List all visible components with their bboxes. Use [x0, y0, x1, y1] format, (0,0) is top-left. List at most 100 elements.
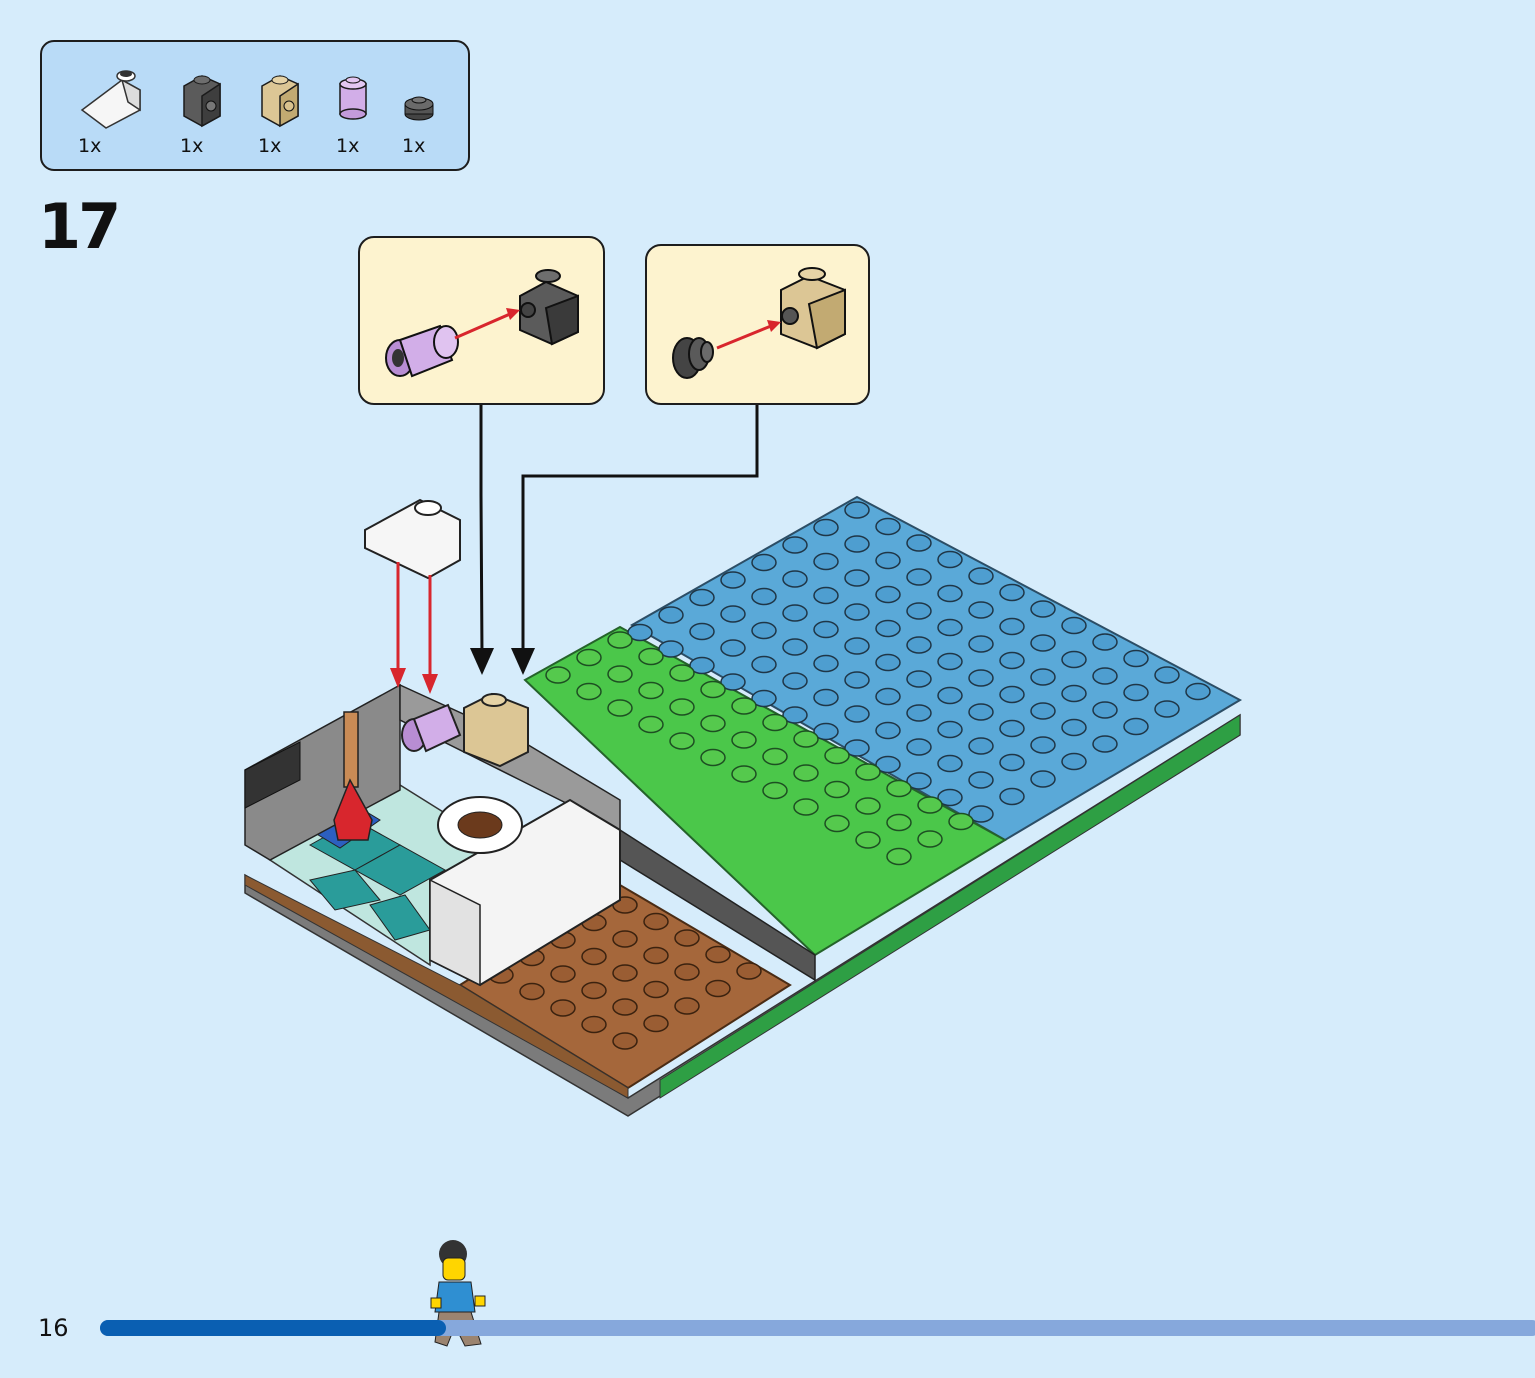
- brown-stud: [643, 1014, 669, 1033]
- brown-stud: [705, 979, 731, 998]
- part-qty: 1x: [402, 135, 426, 157]
- callout-lavender-assembly-illustration: [385, 269, 579, 378]
- green-stud: [669, 698, 695, 716]
- blue-stud: [968, 703, 994, 721]
- green-stud: [762, 713, 788, 732]
- green-stud: [638, 681, 664, 700]
- green-stud: [948, 812, 974, 831]
- green-stud: [762, 747, 788, 766]
- blue-stud: [968, 635, 994, 653]
- blue-stud: [751, 655, 777, 674]
- green-stud: [793, 730, 819, 748]
- green-stud: [669, 732, 695, 750]
- brown-stud: [550, 999, 576, 1017]
- brown-stud: [643, 980, 669, 999]
- dark-grey-round-plate-icon: [404, 96, 434, 121]
- part-qty: 1x: [180, 135, 204, 157]
- plunger-handle: [343, 711, 359, 788]
- blue-stud: [968, 601, 994, 619]
- blue-stud: [627, 623, 653, 642]
- plunger-cup: [333, 778, 373, 841]
- blue-stud: [782, 570, 808, 588]
- tile-teal-2: [353, 844, 447, 896]
- blue-stud: [844, 705, 870, 723]
- green-stud: [700, 748, 726, 767]
- leader-line-right: [521, 405, 759, 655]
- brown-stud: [643, 912, 669, 931]
- arrowhead-right-icon: [511, 648, 535, 675]
- green-stud: [824, 814, 850, 833]
- tan-bracket-brick-icon: [261, 75, 299, 128]
- blue-stud: [1030, 634, 1056, 652]
- blue-stud: [1123, 717, 1149, 736]
- blue-stud: [875, 755, 901, 774]
- blue-stud: [844, 501, 870, 519]
- blue-stud: [844, 569, 870, 587]
- green-stud: [638, 715, 664, 734]
- blue-stud: [782, 604, 808, 622]
- tan-bracket-stud: [481, 693, 507, 707]
- green-stud: [793, 764, 819, 782]
- green-stud: [855, 797, 881, 815]
- green-stud: [638, 647, 664, 666]
- brown-stud: [736, 962, 762, 980]
- minifig-hand-left: [430, 1297, 442, 1309]
- blue-stud: [875, 517, 901, 536]
- green-stud: [917, 796, 943, 814]
- brown-stud: [519, 982, 545, 1001]
- callout-plate-assembly-illustration: [672, 267, 846, 379]
- callout-lavender-onto-bracket: [358, 236, 605, 405]
- blue-stud: [968, 771, 994, 789]
- blue-stud: [1154, 700, 1180, 718]
- dark-grey-bracket-brick-icon: [183, 75, 221, 128]
- blue-stud: [875, 687, 901, 706]
- blue-stud: [999, 617, 1025, 636]
- blue-stud: [906, 636, 932, 654]
- lavender-round-brick-icon: [339, 76, 367, 120]
- green-stud: [886, 847, 912, 866]
- blue-stud: [813, 620, 839, 639]
- brown-stud: [674, 997, 700, 1015]
- progress-bar: [100, 1320, 1535, 1336]
- green-stud: [917, 830, 943, 848]
- baseplate-green-edge: [659, 714, 1241, 1099]
- minifig-hand-right: [474, 1295, 486, 1307]
- brown-stud: [612, 998, 638, 1016]
- green-stud: [607, 631, 633, 649]
- blue-stud: [906, 738, 932, 756]
- brown-stud: [612, 964, 638, 982]
- green-stud: [762, 781, 788, 800]
- blue-stud: [782, 638, 808, 656]
- green-stud: [886, 779, 912, 798]
- green-stud: [731, 765, 757, 783]
- blue-stud: [844, 535, 870, 553]
- blue-stud: [844, 671, 870, 689]
- brown-stud: [581, 947, 607, 966]
- blue-stud: [937, 652, 963, 671]
- blue-stud: [906, 670, 932, 688]
- blue-stud: [813, 722, 839, 741]
- blue-stud: [1030, 702, 1056, 720]
- brown-stud: [581, 1015, 607, 1034]
- parts-list-panel: 1x 1x 1x 1x: [40, 40, 470, 171]
- white-slope-icon: [80, 70, 141, 129]
- blue-stud: [999, 787, 1025, 806]
- blue-stud: [875, 721, 901, 740]
- blue-stud: [1123, 649, 1149, 668]
- part-qty: 1x: [336, 135, 360, 157]
- minifig-head: [442, 1257, 466, 1281]
- blue-stud: [658, 606, 684, 624]
- blue-stud: [999, 719, 1025, 738]
- blue-stud: [813, 688, 839, 707]
- blue-stud: [782, 536, 808, 554]
- blue-stud: [782, 672, 808, 690]
- blue-stud: [689, 622, 715, 641]
- part-qty: 1x: [78, 135, 102, 157]
- green-stud: [700, 680, 726, 699]
- blue-stud: [720, 639, 746, 657]
- blue-stud: [1092, 701, 1118, 719]
- part-lavender-round-brick: 1x: [336, 62, 406, 157]
- blue-stud: [1154, 666, 1180, 684]
- blue-stud: [751, 621, 777, 640]
